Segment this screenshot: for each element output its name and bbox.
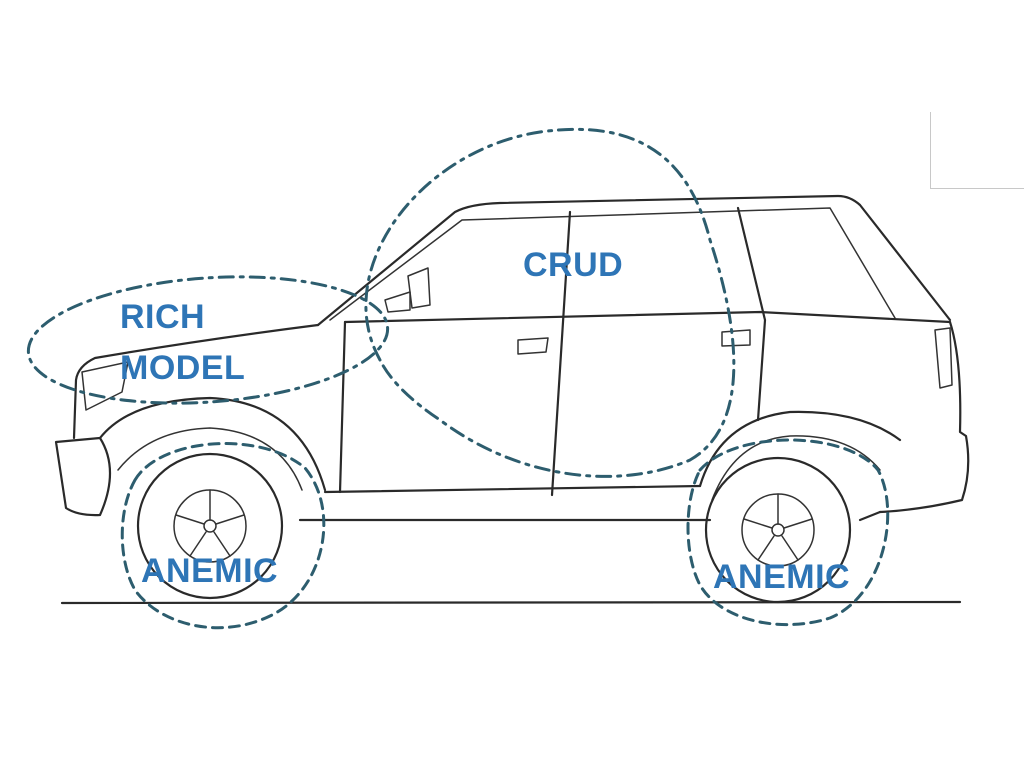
anemic-front-zone-outline xyxy=(120,442,326,630)
car-body xyxy=(54,194,970,522)
front-wheel xyxy=(136,452,284,600)
anemic-rear-zone-outline xyxy=(686,438,890,627)
anemic-front-label: ANEMIC xyxy=(141,552,279,590)
crud-zone-outline xyxy=(364,127,736,478)
rich-model-label: RICH MODEL xyxy=(120,292,245,394)
rich-model-label-line1: RICH xyxy=(120,298,206,336)
rich-model-zone-outline xyxy=(26,275,390,405)
ground-line xyxy=(60,600,962,605)
corner-frame-mark xyxy=(930,112,1024,189)
crud-label: CRUD xyxy=(523,246,624,284)
rear-wheel xyxy=(704,456,852,604)
anemic-rear-label: ANEMIC xyxy=(713,558,851,596)
rich-model-label-line2: MODEL xyxy=(120,349,246,387)
